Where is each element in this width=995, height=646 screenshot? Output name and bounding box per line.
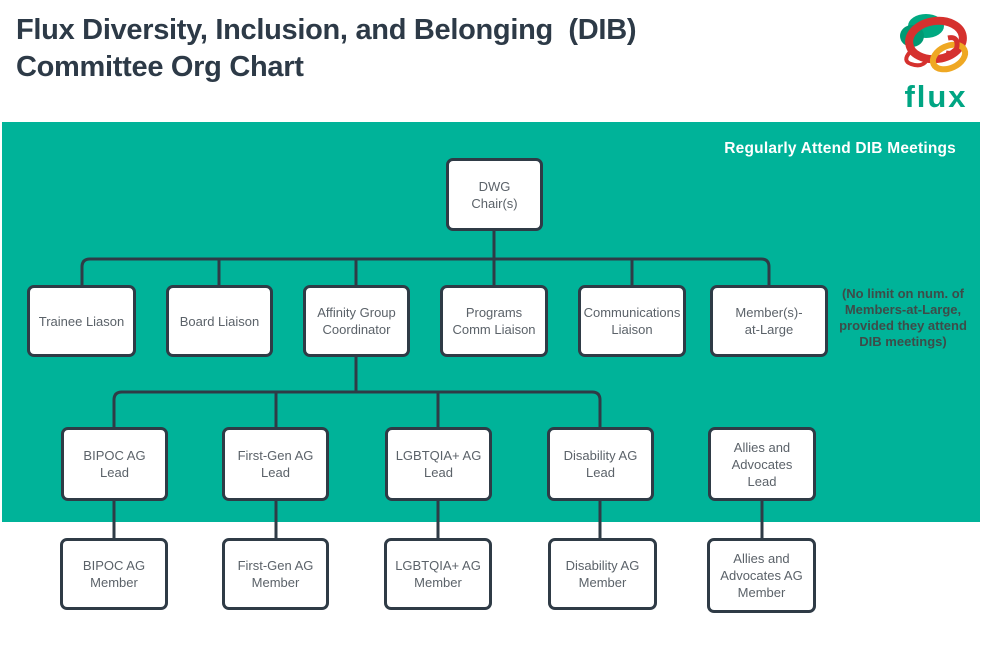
org-node-label-line: Allies and — [733, 551, 790, 566]
org-node-label: BIPOC AG Member — [83, 557, 145, 591]
org-node-label-line: Member(s)- — [735, 305, 803, 320]
page-title-line1: Flux Diversity, Inclusion, and Belonging… — [16, 14, 637, 46]
org-node-label-line: Advocates AG — [720, 568, 803, 583]
org-node-label-line: Board Liaison — [179, 313, 260, 329]
org-node-members-at-large: Member(s)- at-Large — [710, 285, 828, 357]
org-node-label-line: Lead — [586, 465, 615, 480]
org-node-label-line: Lead — [747, 473, 777, 489]
logo-red-inner-lobe — [945, 35, 960, 56]
org-node-label-line: Comm Liaison — [452, 322, 536, 337]
logo-red-loop — [905, 16, 967, 64]
org-node-label-line: Allies and — [733, 439, 791, 455]
org-node-label-line: LGBTQIA+ AG — [395, 558, 481, 573]
connector-row2-bar — [80, 257, 771, 285]
org-node-label-line: Lead — [424, 465, 453, 480]
org-node-label: First-Gen AG Lead — [238, 447, 314, 481]
panel-legend: Regularly Attend DIB Meetings — [724, 140, 956, 157]
logo-yellow-loop — [929, 41, 969, 73]
org-node-label-line: BIPOC AG — [83, 448, 146, 463]
org-node-label-line: Member — [251, 575, 300, 590]
flux-logo: flux — [893, 8, 979, 120]
org-node-bipoc-ag-lead: BIPOC AG Lead — [61, 427, 168, 501]
org-node-label-line: First-Gen AG — [237, 558, 314, 573]
org-node-label: Disability AG Member — [566, 557, 640, 591]
page-title: Flux Diversity, Inclusion, and Belonging… — [16, 12, 876, 86]
org-node-label-line: Member — [578, 575, 627, 590]
connector-leads-bar — [112, 390, 602, 427]
members-at-large-note: (No limit on num. of Members-at-Large, p… — [839, 286, 967, 349]
org-node-label-line: Liaison — [611, 322, 653, 337]
org-node-label: First-Gen AG Member — [238, 557, 314, 591]
org-node-first-gen-ag-member: First-Gen AG Member — [222, 538, 329, 610]
org-node-label-line: at-Large — [744, 322, 794, 337]
logo-red-squiggle — [904, 50, 929, 68]
org-node-label: Disability AG Lead — [564, 447, 638, 481]
org-node-label-line: Member — [737, 585, 786, 600]
org-node-label-line: First-Gen AG — [237, 448, 314, 463]
org-node-label: LGBTQIA+ AG Lead — [396, 447, 482, 481]
org-node-label-line: Communications — [583, 305, 681, 320]
flux-brain-icon — [900, 14, 969, 73]
org-node-disability-ag-lead: Disability AG Lead — [547, 427, 654, 501]
org-node-label-line: Lead — [261, 465, 290, 480]
org-node-bipoc-ag-member: BIPOC AG Member — [60, 538, 168, 610]
page-title-line2: Committee Org Chart — [16, 51, 304, 83]
org-node-disability-ag-member: Disability AG Member — [548, 538, 657, 610]
org-node-lgbtqia-ag-lead: LGBTQIA+ AG Lead — [385, 427, 492, 501]
flux-wordmark: flux — [904, 79, 968, 114]
org-node-label-line: DWG — [478, 178, 511, 194]
org-node-label: Board Liaison — [180, 313, 260, 330]
org-node-label-line: Chair(s) — [471, 195, 518, 211]
org-node-label: BIPOC AG Lead — [83, 447, 145, 481]
org-node-label: LGBTQIA+ AG Member — [395, 557, 481, 591]
org-node-trainee-liason: Trainee Liason — [27, 285, 136, 357]
org-node-label-line: Member — [90, 575, 138, 590]
org-node-label-line: Coordinator — [322, 322, 391, 337]
org-node-label: Trainee Liason — [39, 313, 125, 330]
org-node-label: Member(s)- at-Large — [735, 304, 802, 338]
org-node-label-line: BIPOC AG — [82, 558, 146, 573]
org-node-label-line: Programs — [465, 305, 523, 320]
org-node-label-line: Trainee Liason — [38, 313, 125, 329]
org-node-label-line: Affinity Group — [317, 305, 396, 320]
org-node-label-line: LGBTQIA+ AG — [395, 448, 482, 463]
org-node-first-gen-ag-lead: First-Gen AG Lead — [222, 427, 329, 501]
org-node-lgbtqia-ag-member: LGBTQIA+ AG Member — [384, 538, 492, 610]
org-node-board-liaison: Board Liaison — [166, 285, 273, 357]
org-node-label-line: Member — [414, 575, 462, 590]
org-node-label-line: Advocates — [731, 456, 793, 472]
org-node-label-line: Lead — [100, 465, 129, 480]
org-node-label-line: Disability AG — [563, 448, 638, 463]
org-node-label-line: Disability AG — [565, 558, 640, 573]
